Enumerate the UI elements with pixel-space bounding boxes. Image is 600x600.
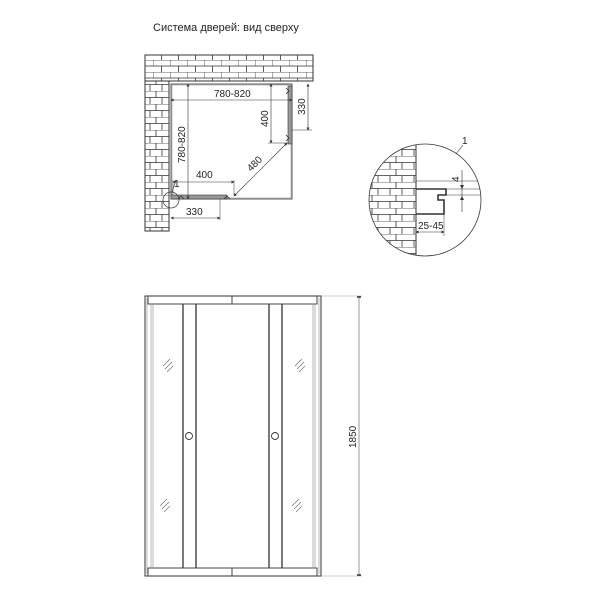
- detail-callout-label: 1: [462, 136, 468, 147]
- left-door-handle-icon: [185, 432, 193, 440]
- dim-height: 1850: [348, 425, 359, 448]
- dim-diagonal: 480: [245, 154, 265, 174]
- dim-right-door: 400: [260, 110, 271, 127]
- callout-label: 1: [174, 179, 180, 190]
- brick-wall-left: [144, 80, 170, 232]
- detail-view: 4 25-45 1: [368, 136, 482, 257]
- dim-width: 780-820: [214, 89, 251, 100]
- dim-gap: 4: [451, 176, 462, 182]
- right-door-handle-icon: [271, 432, 279, 440]
- top-view-plan: 780-820 780-820 400 330 400 480 330 1: [144, 54, 314, 232]
- dim-bottom-panel: 330: [186, 207, 203, 218]
- dim-bottom-door: 400: [196, 170, 213, 181]
- brick-wall-top: [144, 54, 314, 82]
- drawing-title: Система дверей: вид сверху: [153, 22, 299, 34]
- dim-depth: 780-820: [177, 126, 188, 163]
- dim-right-panel: 330: [297, 98, 308, 115]
- front-view: 1850: [144, 295, 362, 577]
- dim-adjust-range: 25-45: [418, 221, 444, 232]
- glass-mark-icon: [159, 358, 306, 513]
- detail-callout-circle: [162, 191, 180, 209]
- detail-circle: [368, 143, 482, 257]
